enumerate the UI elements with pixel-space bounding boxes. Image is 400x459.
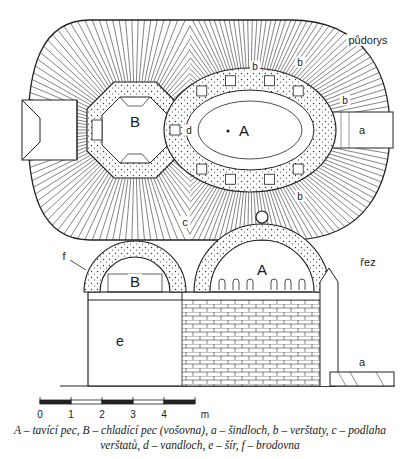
- scale-segment: [164, 400, 195, 404]
- view-title: půdorys: [346, 34, 389, 46]
- left-channel: [22, 100, 77, 160]
- working-openings: [219, 279, 305, 290]
- workstation-block: [197, 86, 207, 96]
- cooling-oven-detail: [120, 97, 150, 163]
- cooling-oven-dome: [84, 241, 186, 292]
- working-opening: [247, 279, 253, 290]
- hatching: [0, 0, 400, 390]
- scale-bar: [40, 397, 195, 404]
- cooling-oven-chamber: [102, 97, 168, 163]
- part-letter: A: [237, 123, 251, 140]
- part-letter: d: [184, 125, 194, 136]
- hatching: [0, 0, 395, 390]
- workstation-block: [170, 125, 180, 135]
- view-title: řez: [358, 256, 377, 268]
- oven-center-dot: [226, 129, 229, 132]
- dome-ring-stem: [262, 223, 263, 225]
- part-letter: A: [255, 262, 269, 279]
- side-tower: [320, 268, 338, 386]
- part-letter: b: [340, 95, 350, 106]
- part-letter: a: [357, 356, 367, 368]
- part-letter: B: [128, 274, 142, 291]
- scale-segment: [40, 400, 71, 404]
- workstation-block: [226, 76, 236, 86]
- scale-unit: m: [199, 409, 211, 420]
- working-opening: [233, 279, 239, 290]
- workshop-floor-outline: [28, 20, 390, 240]
- scale-segment: [71, 400, 102, 404]
- part-letter: B: [128, 114, 142, 131]
- scale-number: 2: [97, 409, 107, 420]
- scale-tick: [133, 397, 134, 404]
- cooling-oven-opening: [92, 120, 102, 140]
- workstation-block: [293, 164, 303, 174]
- working-opening: [299, 279, 305, 290]
- caption: A – tavící pec, B – chladící pec (vošovn…: [6, 423, 394, 453]
- cooling-oven-interior: [108, 274, 162, 292]
- scale-number: 1: [66, 409, 76, 420]
- scale-tick: [102, 397, 103, 404]
- left-channel-lines: [22, 100, 77, 160]
- channel-hatch: [338, 372, 384, 386]
- scale-number: 4: [159, 409, 169, 420]
- part-letter: b: [250, 61, 260, 72]
- scale-segment: [102, 400, 133, 404]
- dome-ring: [256, 211, 268, 223]
- workstation-block: [226, 174, 236, 184]
- scale-number: 0: [35, 409, 45, 420]
- part-letter: b: [295, 57, 305, 68]
- working-opening: [285, 279, 291, 290]
- oven-floor: [212, 292, 312, 293]
- scale-segment: [133, 400, 164, 404]
- melting-oven-bench: [198, 101, 302, 159]
- scale-tick: [195, 397, 196, 404]
- scale-tick: [164, 397, 165, 404]
- melting-oven-wall: [164, 68, 336, 192]
- platform-step: [88, 292, 182, 300]
- melting-oven-chamber: [186, 90, 314, 170]
- part-letter: b: [295, 191, 305, 202]
- part-letter: e: [114, 334, 126, 349]
- leader-line: [70, 260, 86, 270]
- working-opening: [219, 279, 225, 290]
- part-letter: a: [357, 124, 367, 136]
- working-opening: [271, 279, 277, 290]
- scale-tick: [71, 397, 72, 404]
- scale-number: 3: [128, 409, 138, 420]
- part-letter: f: [60, 250, 67, 262]
- scale-tick: [40, 397, 41, 404]
- workstation-block: [264, 174, 274, 184]
- melting-oven-dome: [194, 224, 330, 292]
- platform: [88, 292, 335, 386]
- brick-base: [182, 300, 335, 386]
- workstation-block: [264, 76, 274, 86]
- shindloch-section: [330, 372, 394, 386]
- workstation-block: [293, 86, 303, 96]
- workstation-block: [197, 164, 207, 174]
- part-letter: c: [180, 216, 190, 228]
